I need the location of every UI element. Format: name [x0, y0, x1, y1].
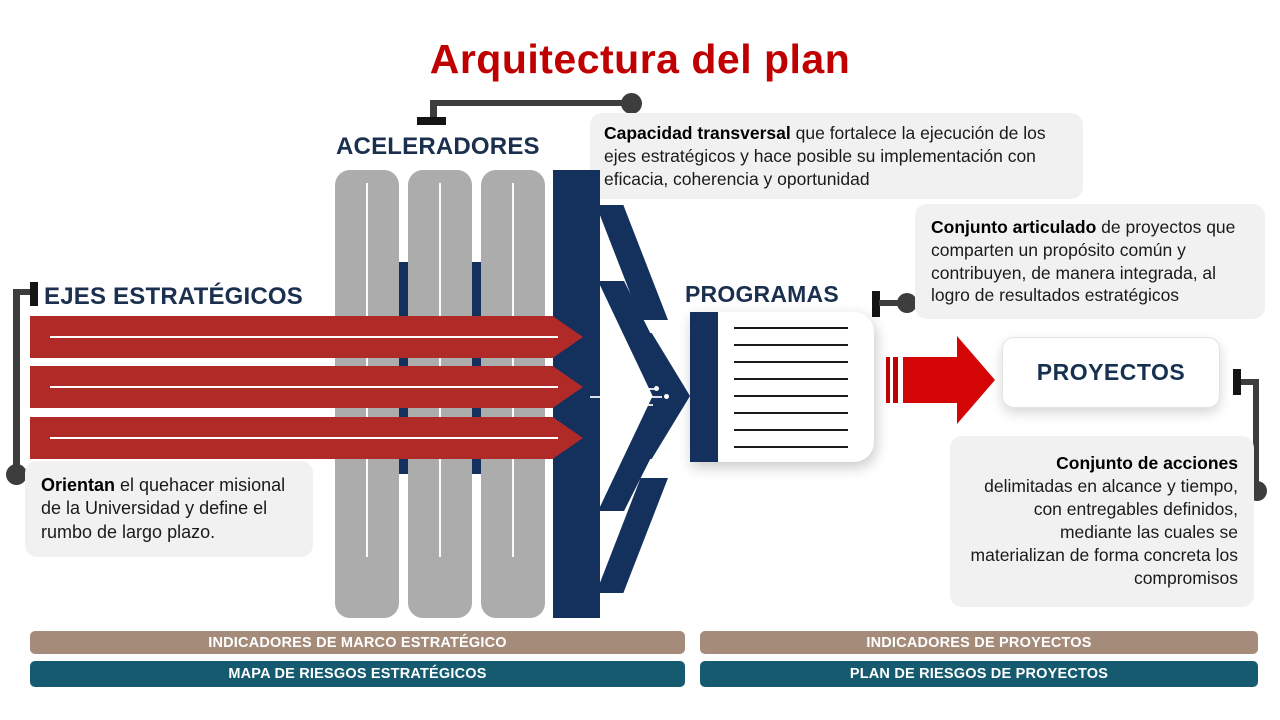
footer-bar-plan-riesgos: PLAN DE RIESGOS DE PROYECTOS	[700, 661, 1258, 687]
page-title: Arquitectura del plan	[429, 36, 851, 82]
programas-description: Conjunto articulado de proyectos que com…	[915, 204, 1265, 319]
program-document-icon	[690, 312, 874, 462]
footer-bar-indicadores-proyectos: INDICADORES DE PROYECTOS	[700, 631, 1258, 654]
proyectos-card: PROYECTOS	[1002, 337, 1220, 408]
ejes-description: Orientan el quehacer misional de la Univ…	[25, 461, 313, 558]
ejes-description-lead: Orientan	[41, 475, 116, 495]
aceleradores-description-body: que fortalece la ejecución de los ejes e…	[604, 123, 1046, 189]
ejes-description-body: el quehacer misional de la Universidad y…	[41, 475, 286, 542]
document-spine	[690, 312, 718, 462]
strategic-axis-arrow	[30, 417, 583, 459]
strategic-axis-arrow	[30, 316, 583, 358]
aceleradores-description-lead: Capacidad transversal	[604, 123, 791, 143]
programas-label: PROGRAMAS	[685, 281, 839, 307]
programas-description-body: de proyectos que comparten un propósito …	[931, 217, 1236, 306]
proyectos-description-body: delimitadas en alcance y tiempo, con ent…	[970, 476, 1238, 589]
aceleradores-label: ACELERADORES	[336, 133, 540, 160]
ejes-label: EJES ESTRATÉGICOS	[44, 283, 304, 310]
aceleradores-description: Capacidad transversal que fortalece la e…	[590, 113, 1083, 200]
proyectos-description-lead: Conjunto de acciones	[1056, 453, 1238, 473]
strategic-axis-arrow	[30, 366, 583, 408]
footer-bar-mapa-riesgos: MAPA DE RIESGOS ESTRATÉGICOS	[30, 661, 685, 687]
proyectos-description: Conjunto de acciones delimitadas en alca…	[950, 436, 1254, 607]
proyectos-label: PROYECTOS	[1036, 359, 1186, 385]
footer-bar-indicadores-marco: INDICADORES DE MARCO ESTRATÉGICO	[30, 631, 685, 654]
programas-description-lead: Conjunto articulado	[931, 217, 1097, 237]
